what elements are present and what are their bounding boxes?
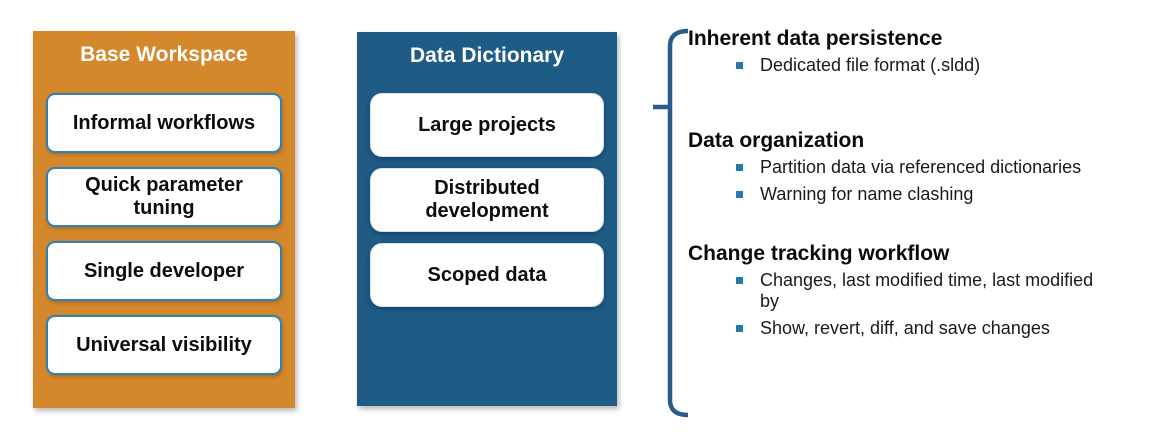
section-heading: Inherent data persistence [688,27,943,50]
dictionary-box-scoped-data: Scoped data [370,243,604,307]
square-bullet-icon [736,164,743,171]
section-change-tracking-workflow: Change tracking workflow Changes, last m… [688,241,1138,339]
base-workspace-title: Base Workspace [80,43,248,66]
dictionary-benefits-list: Inherent data persistence Dedicated file… [688,26,1138,345]
square-bullet-icon [736,277,743,284]
bullet-item: Show, revert, diff, and save changes [688,318,1138,339]
workspace-box-quick-parameter-tuning: Quick parameter tuning [46,167,282,227]
square-bullet-icon [736,62,743,69]
section-data-organization: Data organization Partition data via ref… [688,128,1138,205]
box-label: Scoped data [427,263,547,286]
box-label: Informal workflows [72,111,256,134]
dictionary-box-large-projects: Large projects [370,93,604,157]
section-inherent-data-persistence: Inherent data persistence Dedicated file… [688,26,1138,76]
bullet-item: Warning for name clashing [688,184,1138,205]
workspace-box-universal-visibility: Universal visibility [46,315,282,375]
bullet-item: Changes, last modified time, last modifi… [688,270,1138,312]
box-label: Large projects [418,113,556,136]
section-heading: Data organization [688,129,865,152]
bullet-text: Warning for name clashing [760,184,974,204]
data-dictionary-items: Large projects Distributed development S… [357,93,617,307]
bullet-text: Dedicated file format (.sldd) [760,55,981,75]
bullet-text: Partition data via referenced dictionari… [760,157,1082,177]
data-dictionary-title: Data Dictionary [409,44,565,67]
box-label: Universal visibility [76,333,252,356]
workspace-box-single-developer: Single developer [46,241,282,301]
base-workspace-panel: Base Workspace Informal workflows Quick … [33,31,295,408]
bullet-list: Dedicated file format (.sldd) [688,55,1138,76]
data-dictionary-panel: Data Dictionary Large projects Distribut… [357,32,617,406]
box-label: Single developer [83,259,245,282]
bullet-text: Changes, last modified time, last modifi… [760,270,1094,311]
bullet-list: Changes, last modified time, last modifi… [688,270,1138,339]
brace-icon [653,28,689,418]
bullet-item: Partition data via referenced dictionari… [688,157,1138,178]
square-bullet-icon [736,325,743,332]
bullet-item: Dedicated file format (.sldd) [688,55,1138,76]
box-label: Distributed development [425,177,549,222]
bullet-text: Show, revert, diff, and save changes [760,318,1050,338]
base-workspace-items: Informal workflows Quick parameter tunin… [33,93,295,375]
square-bullet-icon [736,191,743,198]
bullet-list: Partition data via referenced dictionari… [688,157,1138,205]
dictionary-box-distributed-development: Distributed development [370,168,604,232]
box-label: Quick parameter tuning [85,174,243,219]
section-heading: Change tracking workflow [688,242,950,265]
workspace-box-informal-workflows: Informal workflows [46,93,282,153]
